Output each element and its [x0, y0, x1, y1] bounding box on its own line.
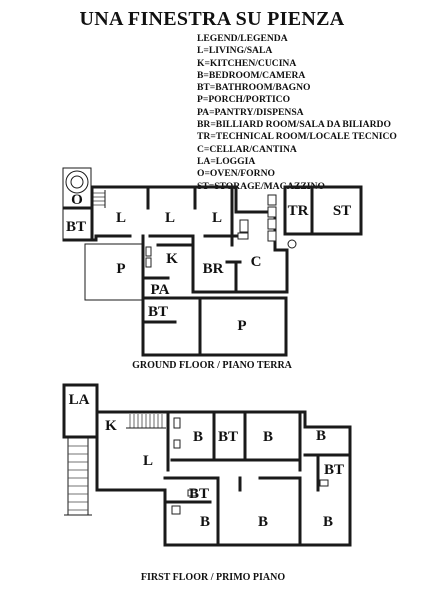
ground-porch-left [84, 243, 144, 301]
room-label: L [212, 210, 222, 226]
legend-item: TR=TECHNICAL ROOM/LOCALE TECNICO [197, 131, 397, 143]
ground-cellar-fixtures [237, 194, 277, 242]
room-label: C [251, 254, 262, 270]
legend-item: P=PORCH/PORTICO [197, 94, 291, 106]
room-label: B [263, 429, 273, 445]
legend-item: BT=BATHROOM/BAGNO [197, 82, 311, 94]
first-bath-fixtures [171, 417, 329, 515]
legend-item: L=LIVING/SALA [197, 45, 273, 57]
room-label: BT [148, 304, 168, 320]
room-label: B [200, 514, 210, 530]
legend-heading: LEGEND/LEGENDA [197, 33, 288, 44]
room-label: BT [218, 429, 238, 445]
first-walls [95, 410, 352, 547]
room-label: L [143, 453, 153, 469]
room-label: K [166, 251, 178, 267]
room-label: ST [333, 203, 351, 219]
room-label: BT [189, 486, 209, 502]
legend-item: BR=BILLIARD ROOM/SALA DA BILIARDO [197, 119, 391, 131]
legend-item: ST=STORAGE/MAGAZZINO [197, 180, 325, 192]
room-label: BT [66, 219, 86, 235]
room-label: P [237, 318, 246, 334]
first-floor-plan: LA K B BT B B L BT BT B B B FIRST FLOOR … [62, 383, 352, 583]
room-label: B [193, 429, 203, 445]
plan-title: UNA FINESTRA SU PIENZA [79, 8, 345, 30]
room-label: B [258, 514, 268, 530]
room-label: P [116, 261, 125, 277]
room-label: O [71, 192, 83, 208]
legend-item: PA=PANTRY/DISPENSA [197, 106, 304, 118]
legend-item: LA=LOGGIA [197, 155, 256, 167]
ground-floor-plan: O BT L L L TR ST P K BR C PA BT P GROUND… [62, 167, 363, 371]
room-label: TR [288, 203, 309, 219]
legend-item: B=BEDROOM/CAMERA [197, 69, 306, 81]
ground-tr-st [283, 185, 363, 249]
legend-item: C=CELLAR/CANTINA [197, 143, 297, 155]
ground-kitchen-fixtures [145, 246, 152, 268]
legend: LEGEND/LEGENDA L=LIVING/SALA K=KITCHEN/C… [197, 33, 397, 193]
legend-item: O=OVEN/FORNO [197, 168, 275, 180]
ground-floor-caption: GROUND FLOOR / PIANO TERRA [132, 360, 293, 371]
room-label: B [316, 428, 326, 444]
room-label: BT [324, 462, 344, 478]
first-floor-caption: FIRST FLOOR / PRIMO PIANO [141, 572, 285, 583]
room-label: PA [151, 282, 170, 298]
room-label: K [105, 418, 117, 434]
legend-item: K=KITCHEN/CUCINA [197, 57, 297, 69]
ground-walls [62, 185, 289, 357]
room-label: LA [69, 392, 90, 408]
room-label: L [165, 210, 175, 226]
first-stair [64, 445, 92, 516]
room-label: B [323, 514, 333, 530]
room-label: L [116, 210, 126, 226]
room-label: BR [203, 261, 224, 277]
first-interior-stair [126, 414, 166, 429]
